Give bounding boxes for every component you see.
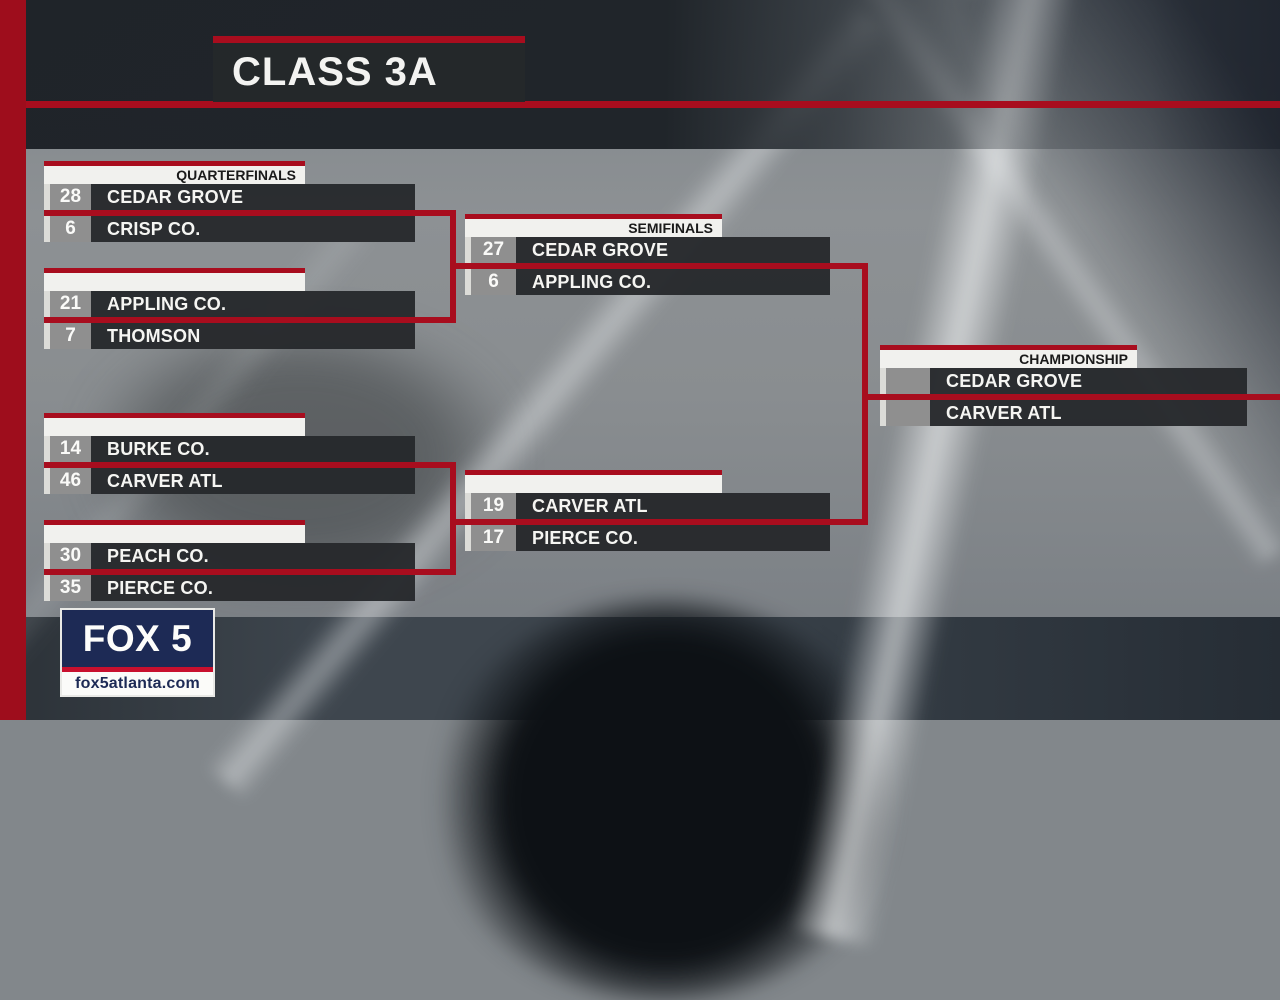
team-score: 21 <box>50 291 91 317</box>
round-label: CHAMPIONSHIP <box>880 350 1137 368</box>
row-edge-strip <box>880 400 886 426</box>
team-row: 14 BURKE CO. <box>44 436 415 462</box>
round-label: QUARTERFINALS <box>44 166 305 184</box>
match-accent-bar <box>44 520 305 525</box>
team-name: CEDAR GROVE <box>91 184 415 210</box>
row-edge-strip <box>465 237 471 263</box>
match-championship: CHAMPIONSHIP CEDAR GROVE CARVER ATL <box>880 345 1247 426</box>
team-score: 30 <box>50 543 91 569</box>
title-accent-bar <box>213 36 525 43</box>
connector-sf1-divider <box>450 263 868 269</box>
row-edge-strip <box>44 543 50 569</box>
team-row: 28 CEDAR GROVE <box>44 184 415 210</box>
match-accent-bar <box>465 214 722 219</box>
match-accent-bar <box>44 161 305 166</box>
round-label <box>44 525 305 543</box>
team-name: PIERCE CO. <box>516 525 830 551</box>
station-name: FOX 5 <box>82 617 193 659</box>
match-accent-bar <box>44 268 305 273</box>
page-title: CLASS 3A <box>232 50 438 94</box>
team-row: 46 CARVER ATL <box>44 468 415 494</box>
team-score: 28 <box>50 184 91 210</box>
team-name: CARVER ATL <box>930 400 1247 426</box>
team-score: 46 <box>50 468 91 494</box>
match-accent-bar <box>44 413 305 418</box>
team-score <box>886 368 930 394</box>
team-score <box>886 400 930 426</box>
team-score: 27 <box>471 237 516 263</box>
team-row: 21 APPLING CO. <box>44 291 415 317</box>
team-name: APPLING CO. <box>91 291 415 317</box>
row-edge-strip <box>44 291 50 317</box>
team-name: CEDAR GROVE <box>930 368 1247 394</box>
row-edge-strip <box>44 436 50 462</box>
team-score: 6 <box>471 269 516 295</box>
team-name: CEDAR GROVE <box>516 237 830 263</box>
team-row: 17 PIERCE CO. <box>465 525 830 551</box>
connector-sf2-divider <box>450 519 868 525</box>
round-label: SEMIFINALS <box>465 219 722 237</box>
team-name: BURKE CO. <box>91 436 415 462</box>
team-name: CARVER ATL <box>91 468 415 494</box>
team-row: 35 PIERCE CO. <box>44 575 415 601</box>
team-name: CRISP CO. <box>91 216 415 242</box>
station-website: fox5atlanta.com <box>75 674 200 692</box>
station-logo: FOX 5 fox5atlanta.com <box>60 608 215 697</box>
team-name: THOMSON <box>91 323 415 349</box>
row-edge-strip <box>44 575 50 601</box>
match-accent-bar <box>465 470 722 475</box>
team-name: CARVER ATL <box>516 493 830 519</box>
connector-qf4-divider <box>44 569 456 575</box>
connector-final-divider <box>862 394 1280 400</box>
row-edge-strip <box>465 525 471 551</box>
connector-qf1-divider <box>44 210 456 216</box>
round-label <box>44 418 305 436</box>
match-semifinal-1: SEMIFINALS 27 CEDAR GROVE 6 APPLING CO. <box>465 214 830 295</box>
match-semifinal-2: 19 CARVER ATL 17 PIERCE CO. <box>465 470 830 551</box>
row-edge-strip <box>465 269 471 295</box>
team-row: 27 CEDAR GROVE <box>465 237 830 263</box>
match-quarterfinal-1: QUARTERFINALS 28 CEDAR GROVE 6 CRISP CO. <box>44 161 415 242</box>
connector-qf2-divider <box>44 317 456 323</box>
match-quarterfinal-3: 14 BURKE CO. 46 CARVER ATL <box>44 413 415 494</box>
team-score: 35 <box>50 575 91 601</box>
match-quarterfinal-4: 30 PEACH CO. 35 PIERCE CO. <box>44 520 415 601</box>
match-accent-bar <box>880 345 1137 350</box>
team-row: CARVER ATL <box>880 400 1247 426</box>
team-row: 30 PEACH CO. <box>44 543 415 569</box>
team-name: PIERCE CO. <box>91 575 415 601</box>
connector-qf3-divider <box>44 462 456 468</box>
class-title-plate: CLASS 3A <box>213 43 525 102</box>
row-edge-strip <box>465 493 471 519</box>
header-dark-band <box>0 0 1280 149</box>
team-row: 19 CARVER ATL <box>465 493 830 519</box>
match-quarterfinal-2: 21 APPLING CO. 7 THOMSON <box>44 268 415 349</box>
row-edge-strip <box>44 323 50 349</box>
connector-vertical-right <box>862 263 868 525</box>
row-edge-strip <box>44 184 50 210</box>
team-name: PEACH CO. <box>91 543 415 569</box>
connector-vertical-bottom-left <box>450 462 456 575</box>
row-edge-strip <box>44 468 50 494</box>
team-name: APPLING CO. <box>516 269 830 295</box>
row-edge-strip <box>880 368 886 394</box>
team-row: 7 THOMSON <box>44 323 415 349</box>
header-red-rule <box>26 101 1280 108</box>
team-score: 17 <box>471 525 516 551</box>
team-row: CEDAR GROVE <box>880 368 1247 394</box>
station-logo-plate: FOX 5 <box>62 610 213 667</box>
team-score: 14 <box>50 436 91 462</box>
row-edge-strip <box>44 216 50 242</box>
connector-vertical-top-left <box>450 210 456 323</box>
team-row: 6 APPLING CO. <box>465 269 830 295</box>
left-red-edge-bar <box>0 0 26 720</box>
team-score: 19 <box>471 493 516 519</box>
station-website-plate: fox5atlanta.com <box>62 672 213 695</box>
round-label <box>465 475 722 493</box>
team-score: 6 <box>50 216 91 242</box>
round-label <box>44 273 305 291</box>
team-row: 6 CRISP CO. <box>44 216 415 242</box>
team-score: 7 <box>50 323 91 349</box>
station-logo-red-stripe <box>62 667 213 672</box>
